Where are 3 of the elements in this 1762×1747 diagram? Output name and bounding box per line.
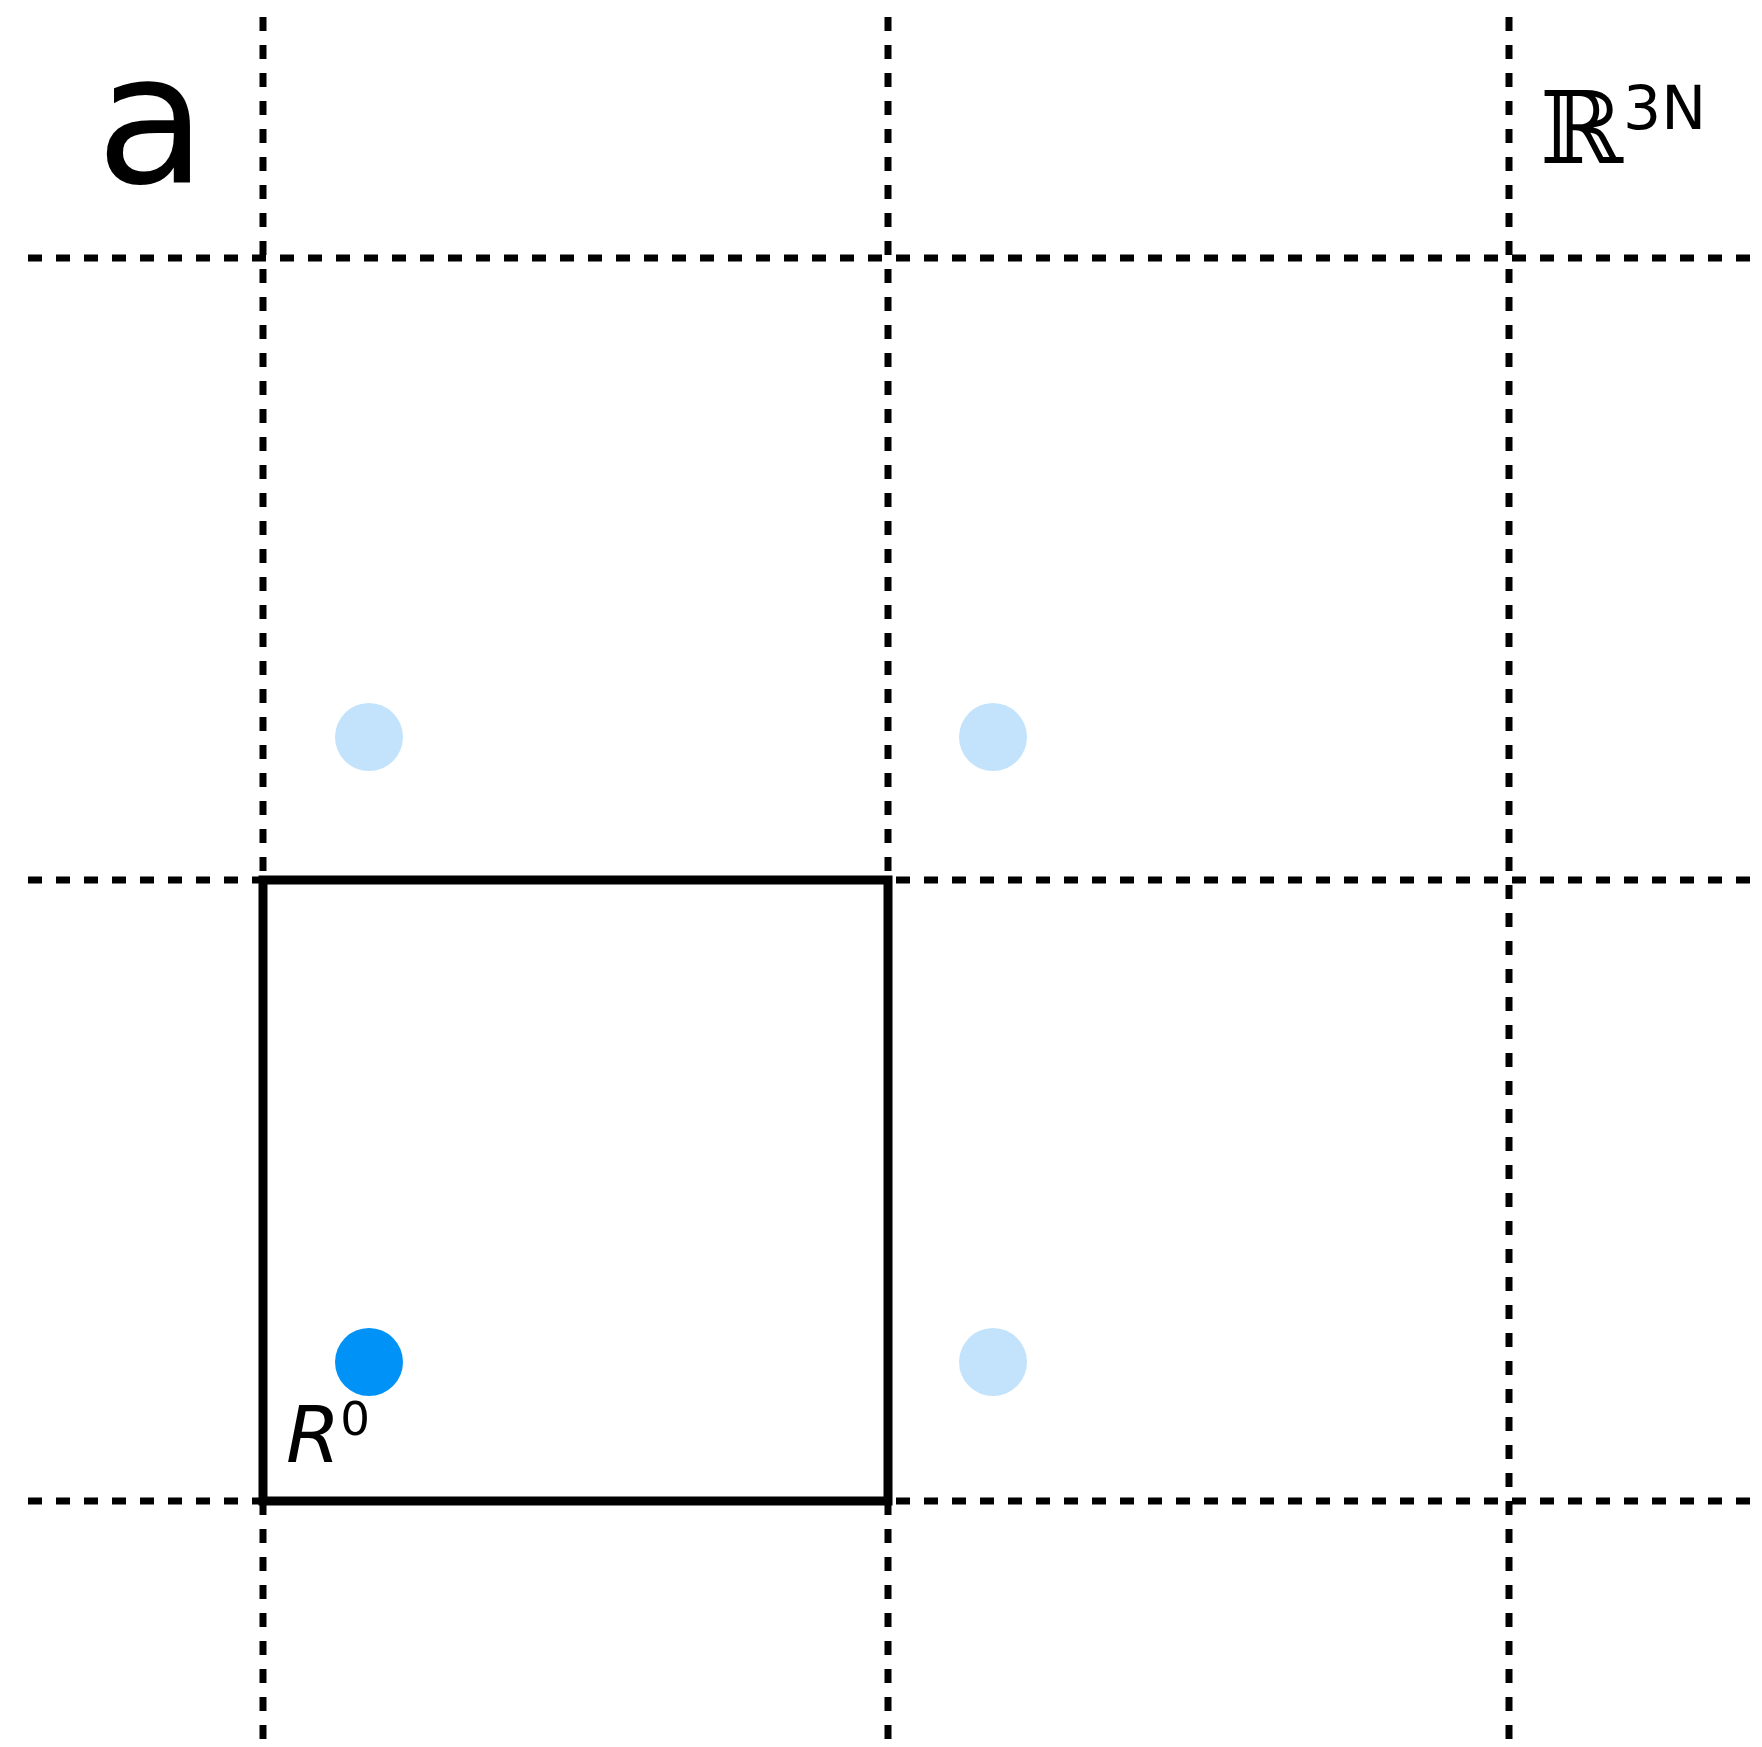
point-label: R$^{0}$ — [286, 1396, 370, 1474]
panel-letter: a — [96, 30, 207, 210]
space-label: ℝ$^{3N}$ — [1540, 78, 1707, 180]
